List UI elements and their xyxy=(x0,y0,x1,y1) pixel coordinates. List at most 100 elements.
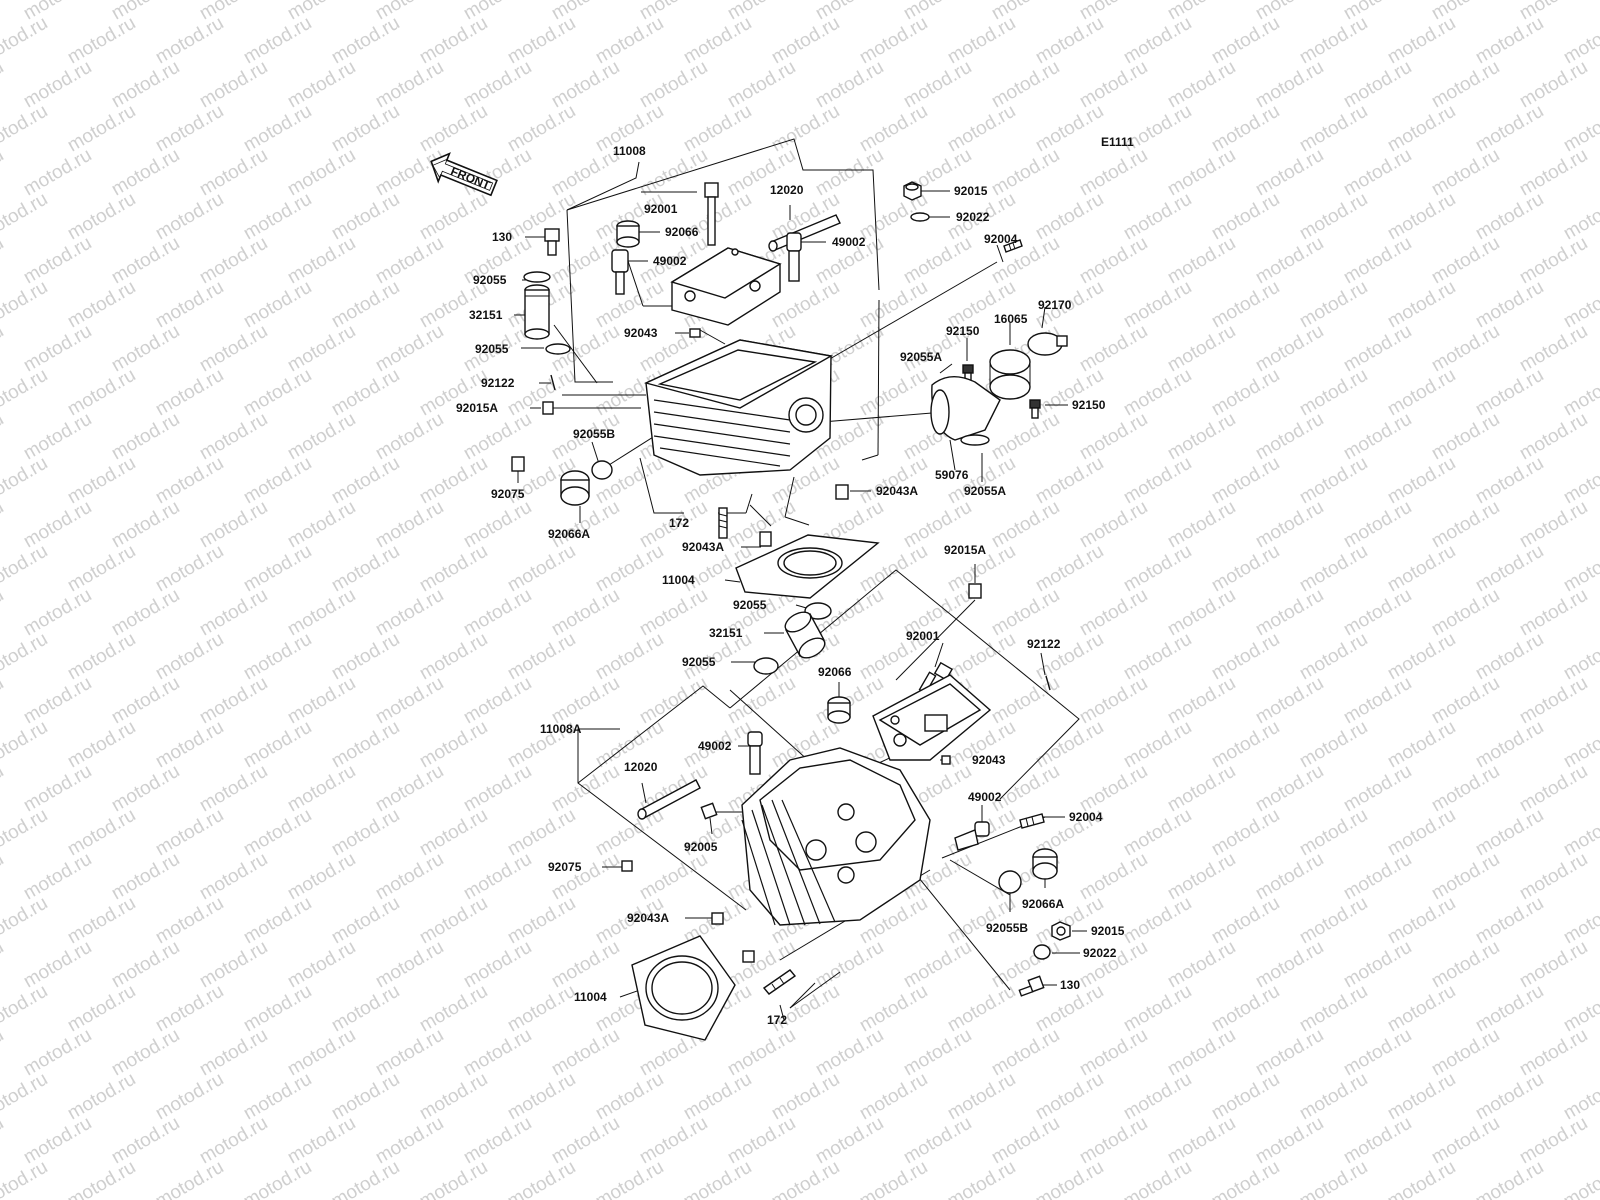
dowel-pin-92043-top xyxy=(689,328,701,338)
watermark-text: motod.ru xyxy=(416,541,491,597)
bolt-130-bottom xyxy=(1018,975,1045,997)
watermark-text: motod.ru xyxy=(1472,189,1547,245)
cylinder-head-11008A xyxy=(741,747,931,926)
watermark-text: motod.ru xyxy=(196,849,271,905)
watermark-text: motod.ru xyxy=(196,321,271,377)
watermark-text: motod.ru xyxy=(0,365,51,421)
watermark-text: motod.ru xyxy=(416,1069,491,1125)
callout-11008: 11008 xyxy=(613,144,646,158)
watermark-text: motod.ru xyxy=(1384,1069,1459,1125)
watermark-text: motod.ru xyxy=(944,101,1019,157)
watermark-text: motod.ru xyxy=(328,101,403,157)
watermark-text: motod.ru xyxy=(108,761,183,817)
callout-92022-bottom: 92022 xyxy=(1083,946,1117,960)
watermark-text: motod.ru xyxy=(108,1025,183,1081)
bolt-92150-a xyxy=(962,364,974,382)
watermark-text: motod.ru xyxy=(152,805,227,861)
watermark-text: motod.ru xyxy=(416,717,491,773)
watermark-text: motod.ru xyxy=(152,101,227,157)
callout-92055-a: 92055 xyxy=(473,273,507,287)
watermark-text: motod.ru xyxy=(1384,277,1459,333)
watermark-text: motod.ru xyxy=(1472,101,1547,157)
watermark-text: motod.ru xyxy=(1472,981,1547,1037)
callout-labels: 11008 92001 12020 92015 92022 92066 130 … xyxy=(456,144,1125,1027)
tensioner-49002-bottom-left xyxy=(747,731,763,775)
watermark-text: motod.ru xyxy=(64,13,139,69)
watermark-text: motod.ru xyxy=(1076,409,1151,465)
callout-92015-bottom: 92015 xyxy=(1091,924,1125,938)
watermark-text: motod.ru xyxy=(284,497,359,553)
watermark-text: motod.ru xyxy=(768,1157,843,1200)
dowel-92043A-right xyxy=(835,484,849,500)
watermark-text: motod.ru xyxy=(64,365,139,421)
watermark-text: motod.ru xyxy=(1076,937,1151,993)
watermark-text: motod.ru xyxy=(416,101,491,157)
watermark-text: motod.ru xyxy=(328,277,403,333)
watermark-text: motod.ru xyxy=(944,1157,1019,1200)
callout-11008A: 11008A xyxy=(540,722,582,736)
callout-92001-bottom: 92001 xyxy=(906,629,940,643)
watermark-text: motod.ru xyxy=(768,101,843,157)
watermark-text: motod.ru xyxy=(1208,189,1283,245)
watermark-text: motod.ru xyxy=(1252,57,1327,113)
watermark-text: motod.ru xyxy=(1384,981,1459,1037)
callout-11004-top: 11004 xyxy=(662,573,695,587)
watermark-text: motod.ru xyxy=(1516,673,1591,729)
watermark-text: motod.ru xyxy=(0,497,7,553)
watermark-text: motod.ru xyxy=(0,57,7,113)
watermark-text: motod.ru xyxy=(1252,849,1327,905)
watermark-text: motod.ru xyxy=(1296,101,1371,157)
watermark-text: motod.ru xyxy=(1120,805,1195,861)
callout-92015-top: 92015 xyxy=(954,184,988,198)
watermark-text: motod.ru xyxy=(548,1025,623,1081)
stud-172-top xyxy=(718,507,728,539)
watermark-text: motod.ru xyxy=(1076,145,1151,201)
watermark-text: motod.ru xyxy=(1120,1157,1195,1200)
callout-92043-top: 92043 xyxy=(624,326,658,340)
watermark-text: motod.ru xyxy=(416,1157,491,1200)
watermark-text: motod.ru xyxy=(1120,277,1195,333)
watermark-text: motod.ru xyxy=(416,453,491,509)
watermark-text: motod.ru xyxy=(1076,1025,1151,1081)
watermark-text: motod.ru xyxy=(680,101,755,157)
watermark-text: motod.ru xyxy=(0,893,51,949)
watermark-text: motod.ru xyxy=(20,761,95,817)
watermark-text: motod.ru xyxy=(108,233,183,289)
callout-92066-bottom: 92066 xyxy=(818,665,852,679)
watermark-text: motod.ru xyxy=(636,585,711,641)
watermark-text: motod.ru xyxy=(1164,57,1239,113)
watermark-text: motod.ru xyxy=(1296,717,1371,773)
watermark-text: motod.ru xyxy=(328,805,403,861)
rear-cylinder-head-assembly xyxy=(511,181,1068,599)
watermark-text: motod.ru xyxy=(1516,409,1591,465)
callout-16065: 16065 xyxy=(994,312,1028,326)
plug-92066-bottom xyxy=(827,696,851,724)
watermark-text: motod.ru xyxy=(152,629,227,685)
watermark-text: motod.ru xyxy=(196,1113,271,1169)
watermark-text: motod.ru xyxy=(1120,453,1195,509)
watermark-text: motod.ru xyxy=(1516,761,1591,817)
watermark-text: motod.ru xyxy=(724,57,799,113)
watermark-text: motod.ru xyxy=(548,497,623,553)
callout-92004-bottom: 92004 xyxy=(1069,810,1103,824)
watermark-text: motod.ru xyxy=(196,673,271,729)
watermark-text: motod.ru xyxy=(20,937,95,993)
watermark-text: motod.ru xyxy=(1076,233,1151,289)
watermark-text: motod.ru xyxy=(1472,453,1547,509)
watermark-text: motod.ru xyxy=(284,673,359,729)
watermark-text: motod.ru xyxy=(1340,321,1415,377)
watermark-text: motod.ru xyxy=(768,13,843,69)
stud-92004-bottom xyxy=(1019,813,1045,829)
watermark-text: motod.ru xyxy=(416,981,491,1037)
watermark-text: motod.ru xyxy=(1384,453,1459,509)
watermark-text: motod.ru xyxy=(152,541,227,597)
callout-49002-bottom-left: 49002 xyxy=(698,739,732,753)
watermark-text: motod.ru xyxy=(1208,101,1283,157)
watermark-text: motod.ru xyxy=(812,1113,887,1169)
watermark-text: motod.ru xyxy=(856,101,931,157)
watermark-text: motod.ru xyxy=(504,101,579,157)
watermark-text: motod.ru xyxy=(1296,629,1371,685)
watermark-text: motod.ru xyxy=(328,893,403,949)
watermark-text: motod.ru xyxy=(284,233,359,289)
pin-92122-bottom xyxy=(1045,675,1051,691)
